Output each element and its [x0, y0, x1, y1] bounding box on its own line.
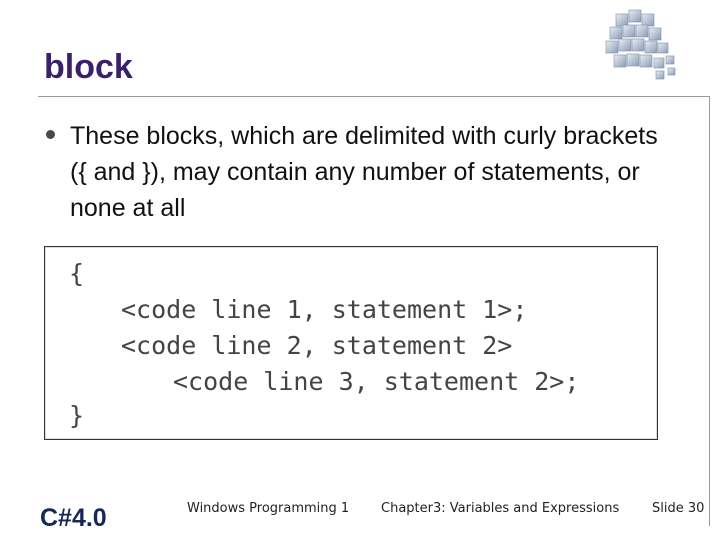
footer-chapter: Chapter3: Variables and Expressions	[381, 501, 620, 516]
code-line: <code line 3, statement 2>;	[173, 367, 580, 396]
footer-slide-number: Slide 30	[652, 501, 705, 516]
footer-logo: C#4.0	[40, 504, 107, 532]
code-line: <code line 2, statement 2>	[121, 331, 513, 360]
footer-course: Windows Programming 1	[187, 501, 350, 516]
bullet-dot-icon	[46, 130, 55, 139]
bullet-text: These blocks, which are delimited with c…	[70, 122, 658, 222]
code-example-box: { <code line 1, statement 1>; <code line…	[44, 246, 658, 440]
code-line: {	[69, 259, 85, 288]
code-line: }	[69, 401, 85, 430]
right-divider	[709, 96, 710, 526]
slide-title: block	[44, 48, 133, 86]
title-divider	[38, 96, 710, 97]
cube-stack-icon	[605, 9, 676, 80]
code-line: <code line 1, statement 1>;	[121, 295, 528, 324]
